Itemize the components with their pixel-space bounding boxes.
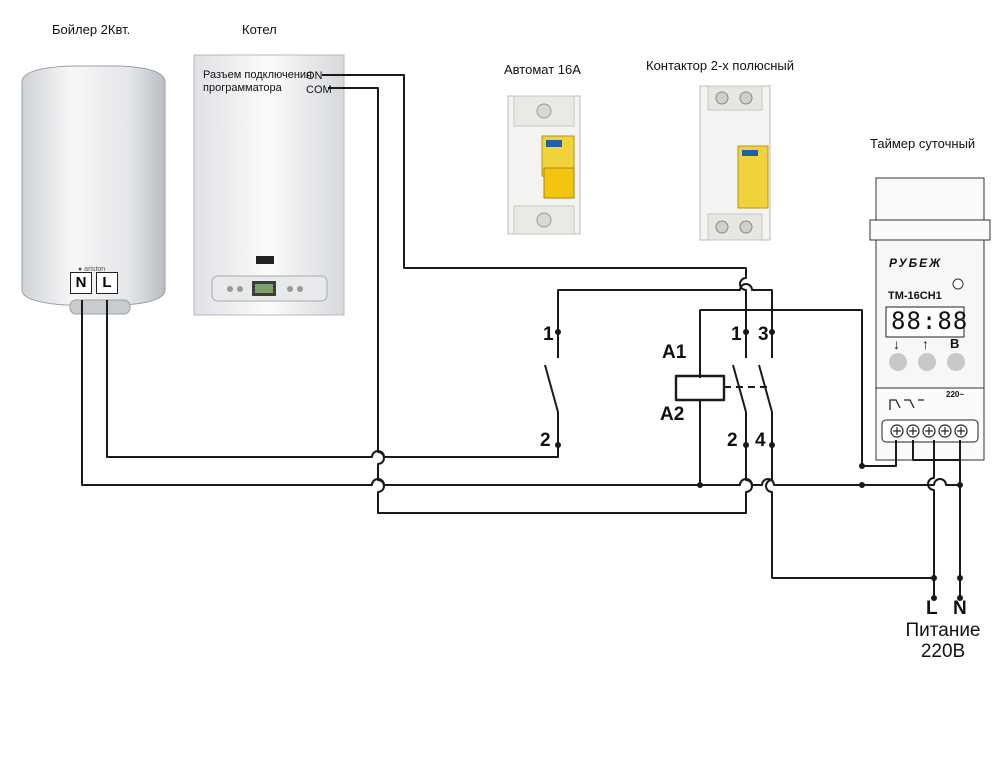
supply-l-label: L [926,598,938,619]
timer-display: 88:88 [891,307,969,335]
wires [81,74,961,598]
junction-dots [555,329,963,601]
boiler-title: Бойлер 2Квт. [52,22,131,37]
kotel-title: Котел [242,22,277,37]
timer-title: Таймер суточный [870,136,976,151]
supply-title: Питание [905,620,981,641]
breaker-pin-1: 1 [543,324,554,345]
com-terminal-label: COM [306,84,332,96]
timer-voltage: 220~ [946,390,965,399]
gas-boiler [193,54,345,316]
connector-label-line2: программатора [203,82,282,94]
breaker-pin-2: 2 [540,430,551,451]
timer-button-b: В [950,336,960,351]
boiler-l-terminal: L [96,272,118,294]
boiler-heater: ● ariston [21,65,166,315]
contactor-title: Контактор 2-х полюсный [646,58,795,73]
coil-a2: A2 [660,404,685,425]
contactor-pin-2: 2 [727,430,738,451]
breaker-device [507,95,581,235]
svg-text:● ariston: ● ariston [78,266,105,273]
coil-a1: A1 [662,342,687,363]
up-arrow-icon: ↑ [922,336,929,352]
connector-label-line1: Разъем подключения [203,69,313,81]
on-terminal-label: ON [306,70,323,82]
contactor-device [699,85,771,241]
timer-brand: РУБЕЖ [889,256,943,270]
boiler-n-terminal: N [70,272,92,294]
supply-voltage: 220В [920,641,966,662]
down-arrow-icon: ↓ [893,336,900,352]
supply-n-label: N [953,598,967,619]
breaker-title: Автомат 16А [504,62,581,77]
timer-model: ТМ-16СН1 [888,290,942,302]
contactor-pin-1: 1 [731,324,742,345]
contactor-pin-4: 4 [755,430,766,451]
timer-device [869,177,991,461]
contactor-pin-3: 3 [758,324,769,345]
